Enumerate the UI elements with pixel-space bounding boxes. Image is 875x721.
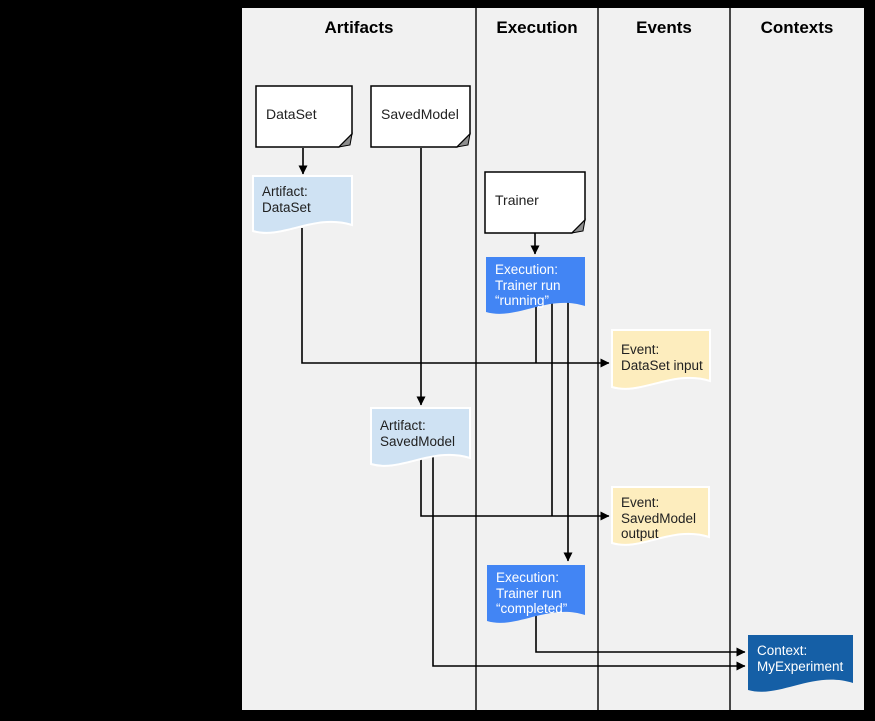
column-header-events: Events (636, 18, 692, 37)
execution-completed-line2: Trainer run (496, 585, 562, 601)
trainer-node-label: Trainer (495, 191, 539, 208)
artifact-savedmodel-shape (370, 407, 471, 467)
artifact-savedmodel-label: Artifact: SavedModel (371, 408, 470, 449)
source-nodes (255, 85, 586, 234)
execution-running-shape (486, 257, 585, 314)
savedmodel-node-label: SavedModel (381, 105, 459, 122)
execution-completed-label: Execution: Trainer run “completed” (487, 565, 585, 617)
context-myexperiment-line1: Context: (757, 643, 808, 658)
column-header-contexts: Contexts (760, 18, 834, 37)
diagram-svg (252, 8, 853, 710)
execution-completed-line3: “completed” (496, 601, 568, 616)
event-savedmodel-output-line1: Event: (621, 495, 660, 510)
column-header-execution: Execution (496, 18, 578, 37)
connector-execution-completed-to-context (535, 613, 746, 657)
column-header-artifacts: Artifacts (324, 18, 394, 37)
event-savedmodel-output-label: Event: SavedModel output (612, 487, 709, 542)
execution-running-line2: Trainer run (495, 277, 561, 293)
event-savedmodel-output-line3: output (621, 526, 659, 541)
dataset-node-label: DataSet (266, 105, 317, 122)
artifact-savedmodel-line2: SavedModel (380, 433, 456, 449)
artifact-dataset-line1: Artifact: (262, 184, 308, 199)
event-dataset-input-line1: Event: (621, 342, 660, 357)
savedmodel-node-fold-corner (455, 132, 471, 148)
context-myexperiment-line2: MyExperiment (757, 658, 844, 674)
execution-completed-shape (487, 565, 585, 623)
dataset-node-fold-corner (337, 132, 353, 148)
connector-artifact-dataset-to-event-input (301, 228, 610, 368)
execution-completed-line1: Execution: (496, 570, 560, 585)
diagram-canvas (242, 8, 864, 710)
artifact-dataset-shape (252, 175, 353, 234)
event-dataset-input-shape (611, 329, 711, 390)
execution-running-line3: “running” (495, 293, 550, 308)
column-dividers (475, 8, 731, 710)
context-myexperiment-shape (748, 635, 853, 692)
event-savedmodel-output-line2: SavedModel (621, 510, 697, 526)
connectors (298, 148, 746, 671)
execution-running-line1: Execution: (495, 262, 559, 277)
event-savedmodel-output-shape (611, 486, 710, 546)
execution-running-label: Execution: Trainer run “running” (486, 257, 585, 309)
event-dataset-input-label: Event: DataSet input (612, 330, 710, 373)
connector-artifact-savedmodel-to-context (432, 456, 746, 671)
artifact-savedmodel-line1: Artifact: (380, 418, 426, 433)
trainer-node-fold-corner (570, 218, 586, 234)
connector-artifact-savedmodel-to-event-output (420, 456, 610, 521)
metadata-nodes (252, 175, 853, 692)
artifact-dataset-line2: DataSet (262, 199, 311, 215)
context-myexperiment-label: Context: MyExperiment (748, 635, 853, 674)
event-dataset-input-line2: DataSet input (621, 357, 703, 373)
artifact-dataset-label: Artifact: DataSet (253, 176, 352, 215)
